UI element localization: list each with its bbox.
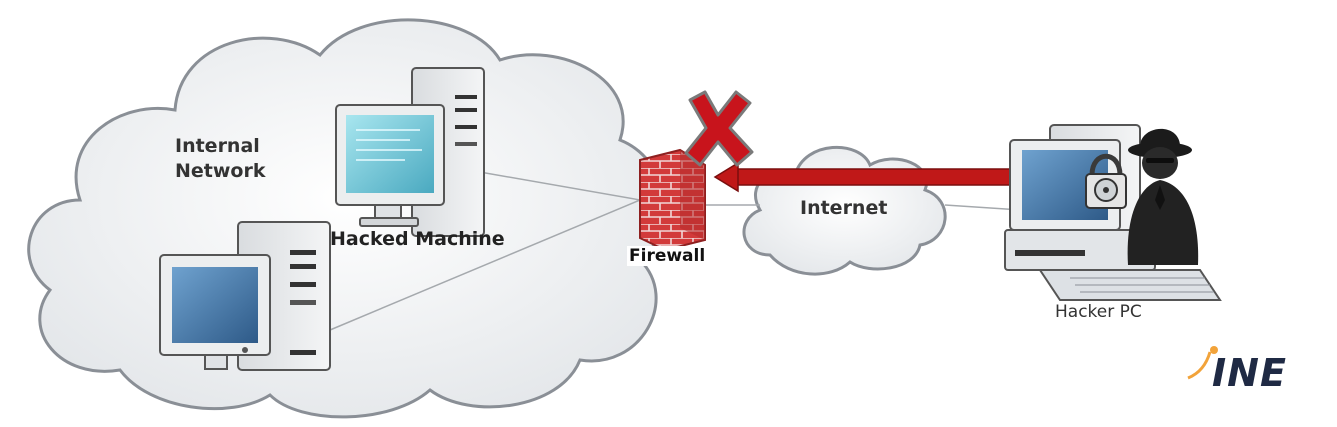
firewall-label: Firewall <box>627 246 708 266</box>
internet-label: Internet <box>800 197 888 219</box>
blocked-connection-arrow <box>713 161 1096 193</box>
internal-network-label-line1: Internal <box>175 135 260 157</box>
hacker-pc-label: Hacker PC <box>1055 302 1142 322</box>
x-mark-icon <box>684 90 754 167</box>
network-links <box>329 164 1021 331</box>
internal-network-cloud <box>27 18 667 419</box>
padlock-icon <box>1085 153 1127 209</box>
brick-wall-icon <box>639 148 706 252</box>
hooded-figure-icon <box>1127 128 1199 265</box>
hacked-machine-label: Hacked Machine <box>330 228 505 250</box>
ine-logo-text: INE <box>1212 351 1287 395</box>
ine-logo: INE <box>1187 346 1287 395</box>
internal-network-label-line2: Network <box>175 160 266 182</box>
internal-computer <box>159 221 331 371</box>
hacked-machine-computer <box>335 67 485 237</box>
